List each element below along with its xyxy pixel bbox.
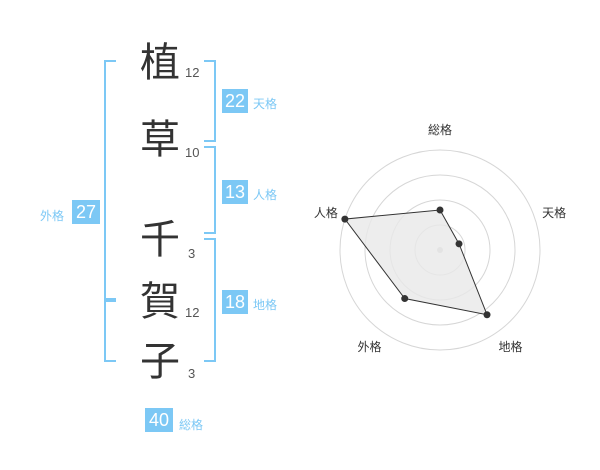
radar-axis-label-2: 天格	[542, 205, 566, 220]
stroke-count-2: 10	[185, 145, 200, 160]
radar-axis-label-4: 外格	[357, 339, 381, 354]
chikaku-value: 18	[222, 290, 248, 314]
tenkaku-value: 22	[222, 89, 248, 113]
stroke-count-1: 12	[185, 65, 200, 80]
name-char-1: 植	[140, 40, 180, 86]
radar-axis-label-3: 地格	[499, 339, 523, 354]
tenkaku-bracket	[204, 60, 216, 142]
radar-axis-label-5: 人格	[314, 205, 338, 220]
radar-point-4	[401, 295, 409, 303]
gaikaku-value: 27	[72, 200, 100, 224]
gaikaku-bracket-upper	[104, 60, 116, 302]
jinkaku-value: 13	[222, 180, 248, 204]
name-char-4: 賀	[140, 279, 180, 325]
gaikaku-label: 外格	[40, 209, 65, 223]
radar-series-area	[343, 209, 488, 316]
jinkaku-label: 人格	[253, 188, 278, 202]
gaikaku-bracket-lower	[104, 298, 116, 362]
name-char-5: 子	[140, 339, 180, 385]
soukaku-label: 総格	[179, 418, 204, 432]
chikaku-bracket	[204, 238, 216, 362]
stroke-count-5: 3	[188, 366, 196, 381]
radar-point-5	[341, 215, 349, 223]
radar-ring-3	[364, 174, 516, 326]
soukaku-value: 40	[145, 408, 173, 432]
tenkaku-label: 天格	[253, 97, 278, 111]
name-char-3: 千	[140, 217, 180, 263]
name-char-2: 草	[140, 117, 180, 163]
radar-point-3	[483, 311, 491, 319]
chikaku-label: 地格	[253, 298, 278, 312]
stroke-count-4: 12	[185, 305, 200, 320]
radar-point-2	[455, 240, 463, 248]
jinkaku-bracket	[204, 146, 216, 234]
radar-ring-4	[339, 149, 541, 351]
radar-axis-label-1: 総格	[428, 122, 452, 137]
stroke-count-3: 3	[188, 246, 196, 261]
radar-point-1	[436, 206, 444, 214]
